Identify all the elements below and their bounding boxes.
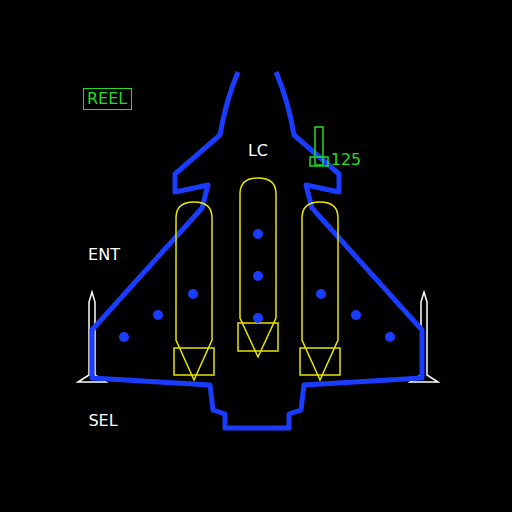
mode-box: REEL	[83, 88, 132, 110]
station-dot	[253, 271, 263, 281]
stores	[174, 178, 340, 380]
tank-symbol	[176, 202, 212, 380]
display-label: LC	[248, 142, 268, 160]
station-dot	[119, 332, 129, 342]
station-dot	[385, 332, 395, 342]
station-dots	[119, 229, 395, 342]
display-label: 125	[331, 151, 362, 169]
station-dot	[253, 313, 263, 323]
station-dot	[188, 289, 198, 299]
gauge-symbol	[310, 127, 328, 166]
station-dot	[351, 310, 361, 320]
tank-fins	[174, 348, 214, 375]
gauge-bar	[315, 127, 323, 165]
gauge-base	[310, 157, 328, 166]
tank-symbol	[240, 178, 276, 357]
aircraft-outline	[92, 72, 422, 428]
station-dot	[153, 310, 163, 320]
tank-fins	[238, 323, 278, 351]
mode-label: REEL	[87, 90, 128, 108]
station-dot	[253, 229, 263, 239]
tank-fins	[300, 348, 340, 375]
display-label: SEL	[88, 412, 117, 430]
wingtip-missiles	[78, 292, 438, 382]
display-label: ENT	[88, 246, 120, 264]
tank-symbol	[302, 202, 338, 380]
station-dot	[316, 289, 326, 299]
